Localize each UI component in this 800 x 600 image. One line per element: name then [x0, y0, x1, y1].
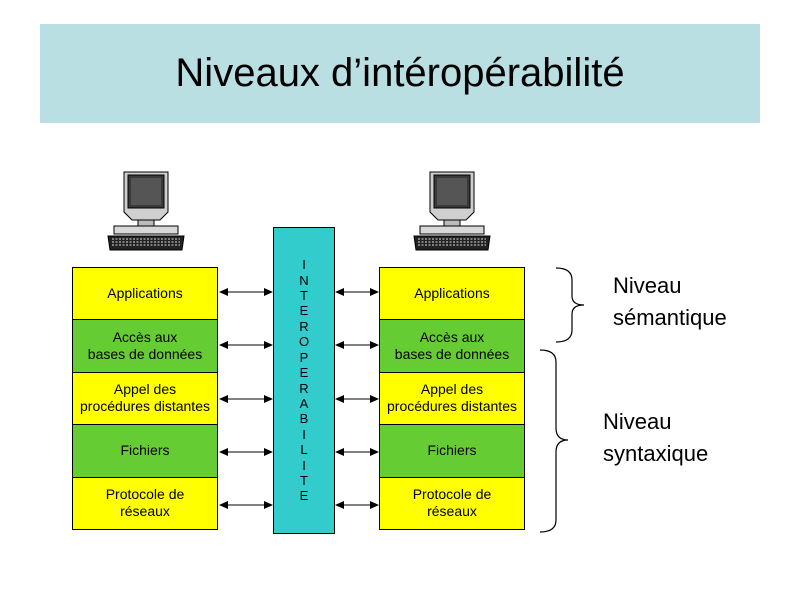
inter-letter: R	[299, 318, 309, 334]
layer-0: Applications	[72, 267, 218, 321]
layer-1: Accès aux bases de données	[72, 319, 218, 373]
layer-4: Protocole de réseaux	[379, 476, 525, 530]
page-title: Niveaux d’intéropérabilité	[175, 51, 625, 95]
brace-syntactic	[539, 349, 569, 533]
inter-letter: N	[299, 272, 309, 288]
inter-letter: B	[299, 411, 309, 427]
inter-letter: L	[300, 442, 308, 458]
layer-3: Fichiers	[379, 424, 525, 478]
layer-2: Appel des procédures distantes	[379, 371, 525, 426]
title-banner: Niveaux d’intéropérabilité	[40, 24, 760, 123]
inter-letter: A	[299, 395, 309, 411]
layer-3: Fichiers	[72, 424, 218, 478]
arrows-left	[219, 288, 273, 509]
inter-letter: E	[299, 365, 309, 381]
inter-letter: I	[302, 257, 306, 273]
inter-letter: I	[302, 426, 306, 442]
inter-letter: E	[299, 488, 309, 504]
inter-letter: O	[298, 334, 310, 350]
arrows-right	[335, 288, 379, 509]
inter-letter: R	[299, 380, 309, 396]
layer-0: Applications	[379, 267, 525, 321]
computer-icon	[107, 171, 185, 251]
computer-icon	[413, 171, 491, 251]
inter-letter: T	[300, 288, 308, 304]
layer-1: Accès aux bases de données	[379, 319, 525, 373]
brace-semantic	[555, 267, 585, 343]
syntactic-level-label: Niveau syntaxique	[603, 409, 709, 466]
layer-2: Appel des procédures distantes	[72, 371, 218, 426]
semantic-level-label: Niveau sémantique	[613, 273, 727, 330]
inter-letter: T	[300, 472, 308, 488]
inter-letter: I	[302, 457, 306, 473]
inter-letter: P	[299, 349, 309, 365]
inter-letter: E	[299, 303, 309, 319]
layer-4: Protocole de réseaux	[72, 476, 218, 530]
